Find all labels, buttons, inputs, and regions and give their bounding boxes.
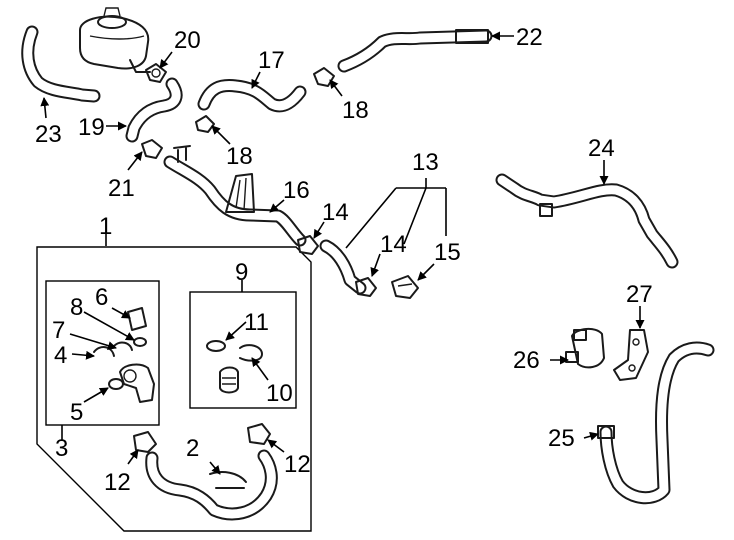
callout-19: 19 [78, 114, 105, 141]
clamp-part-21 [141, 139, 163, 159]
clamp-part-12-b [247, 423, 271, 445]
callout-7: 7 [52, 317, 65, 344]
fitting-part-10 [219, 366, 239, 394]
callout-20: 20 [174, 27, 201, 54]
callout-25: 25 [548, 425, 575, 452]
callout-26: 26 [513, 347, 540, 374]
clamp-part-12-a [133, 431, 157, 453]
callout-12-b: 12 [284, 451, 311, 478]
callout-16: 16 [283, 177, 310, 204]
callout-12-a: 12 [104, 469, 131, 496]
clamp-part-18-a [195, 115, 215, 133]
callout-1: 1 [99, 213, 112, 240]
o-ring-part-11 [206, 340, 226, 352]
callout-6: 6 [95, 284, 108, 311]
callout-24: 24 [588, 135, 615, 162]
hose-part-23 [21, 25, 101, 103]
callout-18-a: 18 [226, 143, 253, 170]
callout-4: 4 [54, 342, 67, 369]
clip-part-7 [113, 341, 133, 351]
fitting-part-6 [127, 307, 147, 331]
callout-21: 21 [108, 175, 135, 202]
thermostat-housing-part-3 [119, 363, 155, 403]
callout-3: 3 [55, 435, 68, 462]
o-ring-part-8 [133, 337, 147, 347]
callout-10: 10 [266, 380, 293, 407]
callout-15: 15 [434, 239, 461, 266]
callout-22: 22 [516, 24, 543, 51]
coolant-pipe-part-16 [163, 145, 307, 247]
group-box-9 [189, 291, 297, 409]
clamp-part-14-a [297, 235, 319, 255]
callout-13: 13 [412, 149, 439, 176]
connector-part-15 [391, 275, 419, 299]
clamp-part-20 [145, 63, 167, 83]
pipe-part-22 [337, 29, 493, 73]
callout-11: 11 [244, 309, 269, 336]
callout-2: 2 [186, 435, 199, 462]
hose-part-25 [597, 341, 715, 505]
callout-labels: 1 2 3 4 5 6 7 8 9 10 11 12 12 13 14 14 1… [35, 24, 653, 496]
callout-27: 27 [626, 281, 653, 308]
o-ring-part-5 [108, 378, 124, 390]
callout-17: 17 [258, 47, 285, 74]
bracket-part-27 [613, 329, 649, 381]
clamp-part-14-b [355, 277, 377, 297]
group-box-1 [36, 246, 312, 532]
hose-part-17 [197, 79, 307, 113]
hose-part-19 [125, 77, 183, 143]
hose-part-13 [319, 239, 367, 295]
callout-9: 9 [235, 259, 248, 286]
callout-23: 23 [35, 121, 62, 148]
clamp-part-18-b [313, 67, 335, 87]
clip-part-4 [93, 346, 115, 357]
group-box-3 [45, 280, 160, 426]
leader-lines [40, 31, 645, 475]
callout-14-b: 14 [380, 231, 407, 258]
callout-14-a: 14 [322, 199, 349, 226]
callout-5: 5 [70, 399, 83, 426]
water-pump-part-26 [565, 328, 605, 369]
callout-18-b: 18 [342, 97, 369, 124]
callout-8: 8 [70, 294, 83, 321]
clip-part-9 [239, 344, 263, 362]
hose-part-24 [495, 173, 679, 269]
coolant-reservoir-part-20 [79, 7, 151, 73]
